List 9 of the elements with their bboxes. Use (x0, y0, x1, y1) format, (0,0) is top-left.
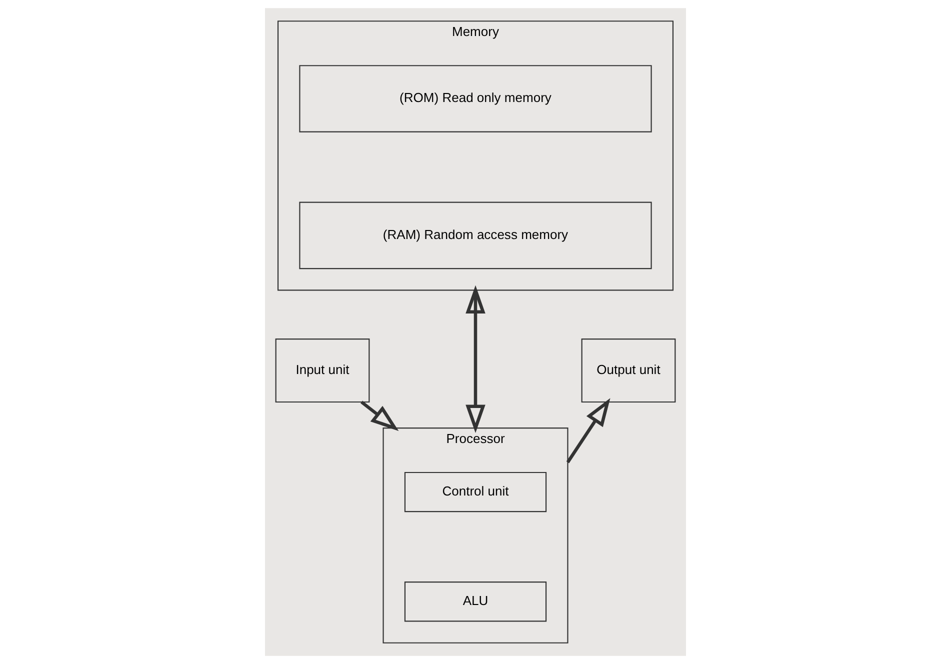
node-box: (RAM) Random access memory (299, 202, 652, 270)
node-box: ALU (404, 582, 547, 622)
node-box: Input unit (275, 338, 370, 403)
node-box: Control unit (404, 472, 547, 512)
arrow (360, 400, 399, 432)
node-box: Output unit (581, 338, 676, 403)
node-box: (ROM) Read only memory (299, 65, 652, 132)
arrow (466, 285, 486, 433)
arrow (566, 398, 610, 464)
